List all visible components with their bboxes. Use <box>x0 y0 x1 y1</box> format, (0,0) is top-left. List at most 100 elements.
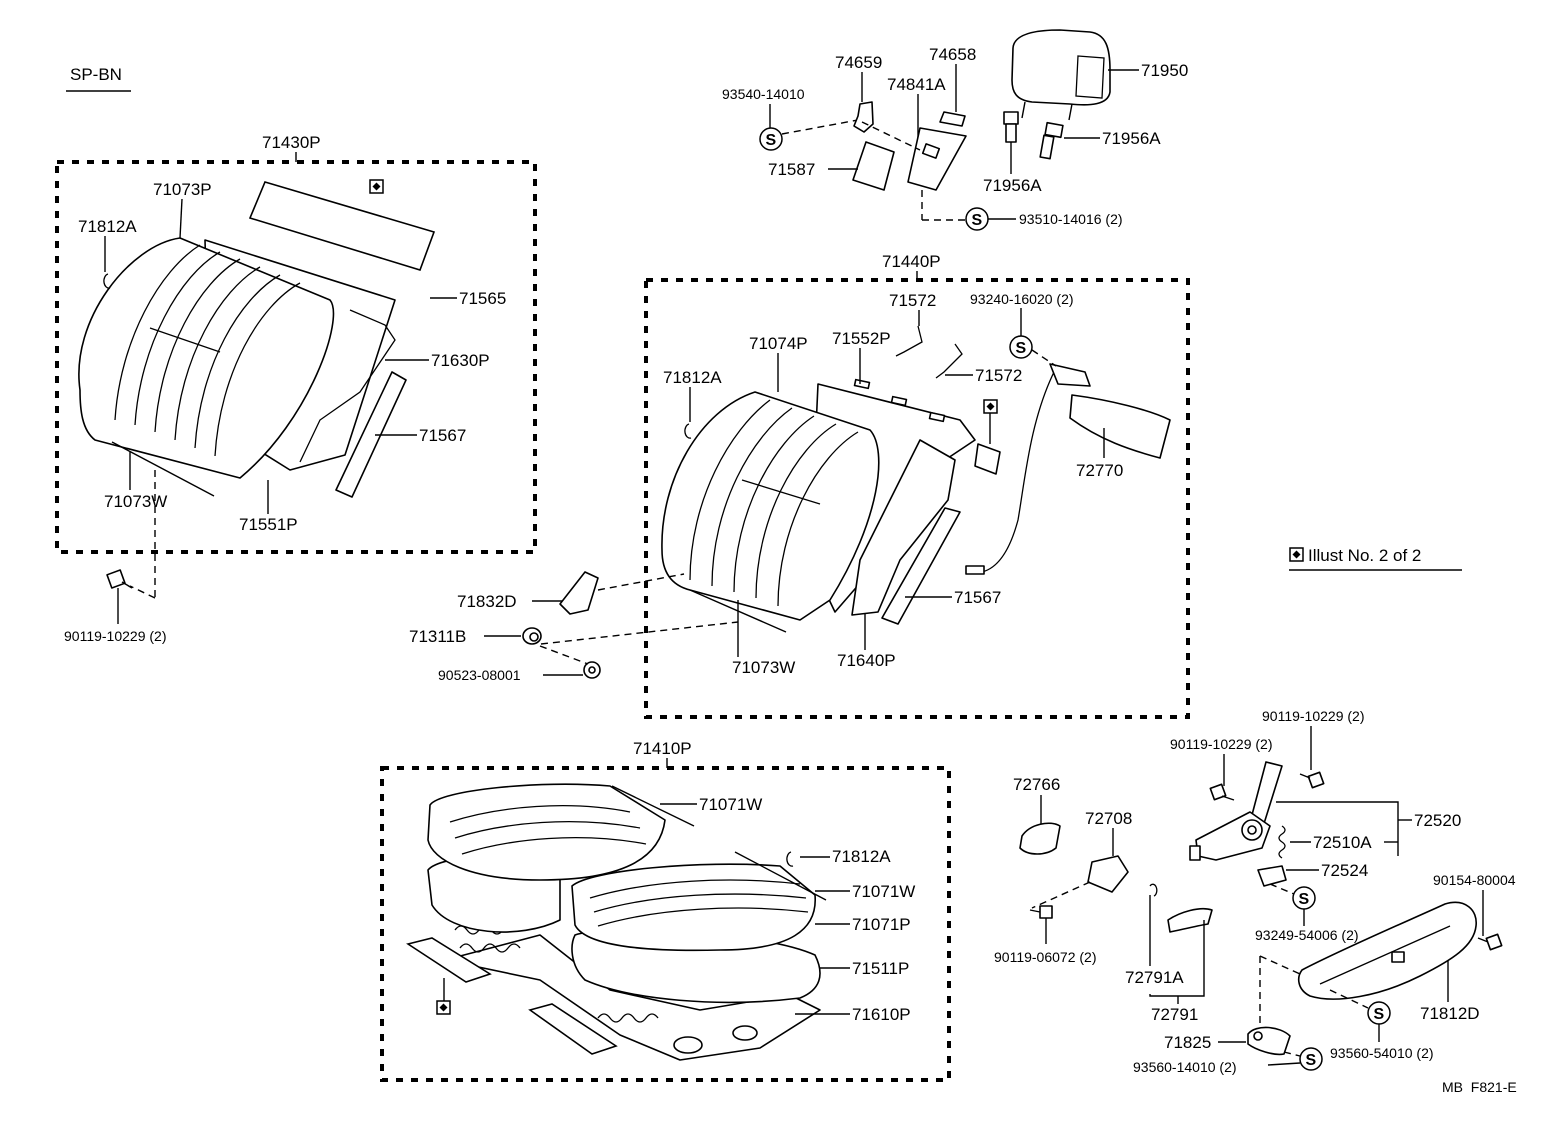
label-71074P: 71074P <box>749 334 808 353</box>
holder-74841A <box>907 127 967 191</box>
diamond-in-square-icon <box>436 1000 451 1015</box>
leader-dashed <box>539 645 589 665</box>
label-71812A: 71812A <box>78 217 137 236</box>
label-72770: 72770 <box>1076 461 1123 480</box>
label-71572: 71572 <box>889 291 936 310</box>
svg-text:S: S <box>972 212 983 229</box>
svg-text:S: S <box>1306 1052 1317 1069</box>
lever-mount <box>1049 363 1091 387</box>
label-71956A: 71956A <box>1102 129 1161 148</box>
label-71567: 71567 <box>419 426 466 445</box>
s-circle-icon: S <box>1009 335 1033 359</box>
label-72791A: 72791A <box>1125 968 1184 987</box>
diamond-in-square-icon <box>369 179 384 194</box>
label-93240-16020: 93240-16020 (2) <box>970 291 1074 307</box>
svg-text:S: S <box>1016 340 1027 357</box>
label-93510-14016: 93510-14016 (2) <box>1019 211 1123 227</box>
front-seatback-drawing <box>661 325 976 633</box>
label-74841A: 74841A <box>887 75 946 94</box>
label-93560-54010: 93560-54010 (2) <box>1330 1045 1434 1061</box>
diamond-in-square-icon <box>983 399 998 414</box>
label-71071W-lower: 71071W <box>852 882 915 901</box>
support-71956A <box>1003 111 1019 143</box>
bolt-icon <box>106 569 133 589</box>
label-71610P: 71610P <box>852 1005 911 1024</box>
clip-71812A <box>103 273 111 289</box>
clip <box>1149 883 1158 897</box>
cover-stitching <box>114 244 301 457</box>
rear-seatback-drawing <box>78 181 436 498</box>
bracket-74658 <box>939 111 966 127</box>
bracket-71832D <box>559 571 599 615</box>
leader-bracket <box>1149 920 1205 997</box>
leader-dashed <box>540 621 739 645</box>
svg-text:S: S <box>766 132 777 149</box>
label-71552P: 71552P <box>832 329 891 348</box>
pad-strip <box>528 1003 618 1055</box>
assembly-front-back-label: 71440P <box>882 252 941 271</box>
cover-right-stitching <box>589 879 809 927</box>
label-72791: 72791 <box>1151 1005 1198 1024</box>
label-71587: 71587 <box>768 160 815 179</box>
grommet-71311B <box>522 627 542 645</box>
label-71640P: 71640P <box>837 651 896 670</box>
label-93560-14010: 93560-14010 (2) <box>1133 1059 1237 1075</box>
side-cover-71812D <box>1297 901 1477 1000</box>
label-71551P: 71551P <box>239 515 298 534</box>
s-circle-icon: S <box>1367 1001 1391 1025</box>
label-71071W: 71071W <box>699 795 762 814</box>
bracket-71825 <box>1247 1026 1291 1056</box>
wire-71071W <box>611 785 695 827</box>
cushion-assembly-box <box>380 766 951 1082</box>
spring-72510A <box>1278 825 1286 859</box>
leader-dashed <box>1259 955 1301 975</box>
leader-dashed <box>781 119 859 135</box>
leader <box>1267 1062 1301 1066</box>
headrest-stay <box>1068 103 1073 121</box>
bracket-71572 <box>935 343 963 379</box>
assembly-rear-back-label: 71430P <box>262 133 321 152</box>
headrest-face <box>1075 55 1105 99</box>
pad-strip <box>406 937 492 983</box>
label-93249-54006: 93249-54006 (2) <box>1255 927 1359 943</box>
board-71640P <box>851 439 956 616</box>
label-71812A-cushion: 71812A <box>832 847 891 866</box>
bolt-icon <box>1029 905 1053 919</box>
label-90523-08001: 90523-08001 <box>438 667 521 683</box>
footer-code: MB F821-E <box>1442 1079 1517 1095</box>
s-circle-icon: S <box>965 207 989 231</box>
label-71572-lower: 71572 <box>975 366 1022 385</box>
s-circle-icon: S <box>1292 886 1316 910</box>
strip-71567 <box>335 371 407 498</box>
s-circle-icon: S <box>1299 1047 1323 1071</box>
recliner-72520 <box>1189 761 1283 861</box>
label-72766: 72766 <box>1013 775 1060 794</box>
cable-72770 <box>981 369 1056 573</box>
s-circle-icon: S <box>759 127 783 151</box>
label-71825: 71825 <box>1164 1033 1211 1052</box>
svg-text:S: S <box>1374 1006 1385 1023</box>
label-71812A-front: 71812A <box>663 368 722 387</box>
cover-left <box>427 783 666 881</box>
leader <box>179 198 183 239</box>
label-71630P: 71630P <box>431 351 490 370</box>
headrest-71950 <box>1011 29 1111 106</box>
label-71567-front: 71567 <box>954 588 1001 607</box>
diamond-in-square-icon <box>1289 547 1304 562</box>
label-72524: 72524 <box>1321 861 1368 880</box>
pad-71565 <box>248 181 436 271</box>
bolt-icon <box>1477 933 1503 951</box>
leader-dashed <box>597 573 685 591</box>
leader-bracket <box>1276 801 1399 856</box>
label-71956A-lower: 71956A <box>983 176 1042 195</box>
clip-71812A <box>786 851 794 867</box>
label-74658: 74658 <box>929 45 976 64</box>
cover-stitching <box>689 399 859 607</box>
leader-dashed <box>1283 1051 1301 1057</box>
leader-dashed <box>129 585 156 599</box>
svg-text:S: S <box>1299 891 1310 908</box>
support-71956A <box>1039 121 1064 160</box>
label-90154-80004: 90154-80004 <box>1433 872 1516 888</box>
label-71311B: 71311B <box>409 627 466 646</box>
